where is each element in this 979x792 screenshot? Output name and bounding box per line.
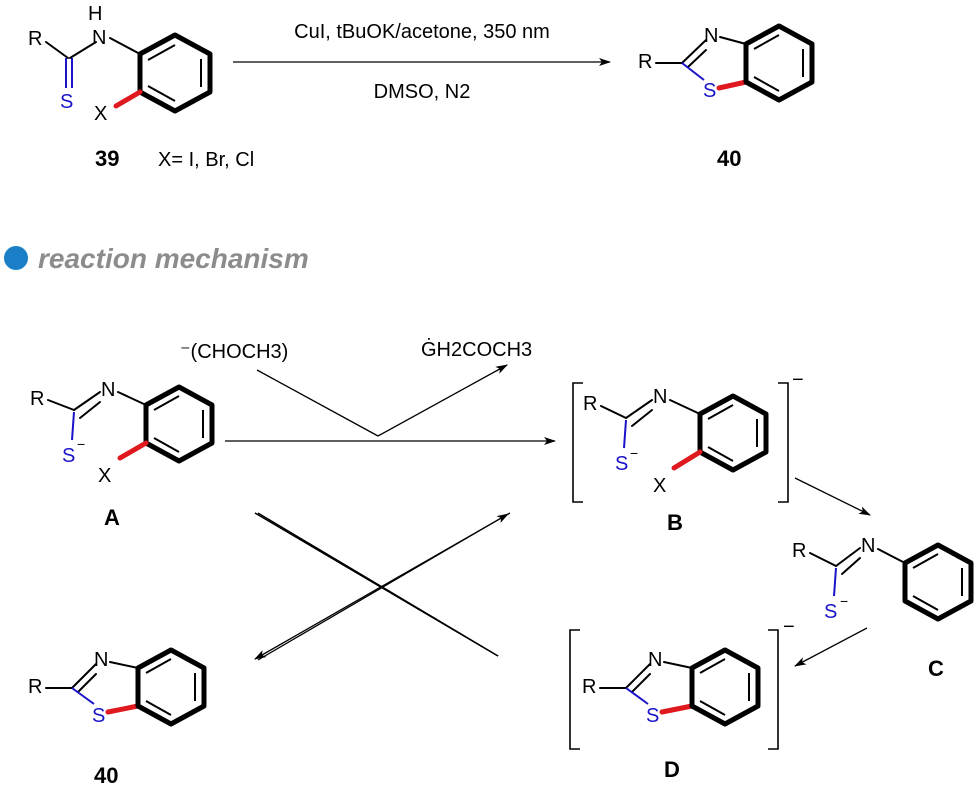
conditions-above: CuI, tBuOK/acetone, 350 nm	[294, 21, 550, 43]
atom-s: S	[615, 453, 628, 475]
charge: −	[77, 436, 85, 452]
atom-s: S	[62, 445, 75, 467]
charge: −	[840, 593, 848, 609]
arrow-40-to-b	[257, 513, 509, 661]
atom-r: R	[582, 676, 596, 698]
intermediate-c: R N S −	[792, 535, 974, 623]
reagent-radical: ĠH2COCH3	[421, 338, 532, 361]
intermediate-d: − R N S	[569, 616, 795, 750]
atom-n: N	[653, 386, 667, 408]
compound-40-bottom: R N S	[28, 647, 207, 727]
atom-r: R	[638, 51, 652, 73]
atom-r: R	[28, 28, 42, 50]
atom-x: X	[94, 103, 107, 125]
reagent-enolate: ⁻(CHOCH3)	[180, 341, 288, 363]
enolate-in-line	[256, 369, 379, 437]
conditions-below: DMSO, N2	[374, 81, 471, 103]
atom-r: R	[792, 540, 806, 562]
atom-n: N	[92, 27, 106, 49]
atom-h: H	[88, 3, 102, 25]
halogen-note: X= I, Br, Cl	[158, 149, 254, 171]
charge: −	[792, 369, 804, 391]
intermediate-a: R N S − X	[30, 379, 215, 487]
atom-s: S	[60, 91, 73, 113]
label-c: C	[928, 656, 944, 681]
label-40-top: 40	[717, 146, 741, 171]
atom-s: S	[92, 705, 105, 727]
arrow-b-to-c	[794, 477, 871, 516]
atom-s: S	[646, 705, 659, 727]
intermediate-b: − R N S − X	[572, 369, 804, 503]
compound-39: R S H N X	[28, 3, 213, 125]
atom-s: S	[824, 601, 837, 623]
atom-r: R	[28, 676, 42, 698]
atom-r: R	[583, 393, 597, 415]
atom-n: N	[648, 649, 662, 671]
atom-n: N	[101, 379, 115, 401]
radical-out-arrow	[377, 364, 508, 437]
atom-x: X	[98, 465, 111, 487]
atom-s: S	[703, 80, 716, 102]
section-title: reaction mechanism	[38, 243, 309, 274]
bullet-icon	[4, 246, 28, 270]
label-a: A	[104, 505, 120, 530]
label-b: B	[667, 510, 683, 535]
atom-n: N	[704, 25, 718, 47]
arrow-c-to-d	[794, 627, 868, 667]
atom-n: N	[94, 649, 108, 671]
arrow-a-d-line	[257, 512, 499, 657]
label-d: D	[664, 757, 680, 782]
charge: −	[783, 616, 795, 638]
atom-n: N	[861, 535, 875, 557]
compound-40-top: R N S	[638, 23, 815, 103]
atom-r: R	[30, 388, 44, 410]
charge: −	[630, 445, 638, 461]
label-39: 39	[95, 146, 119, 171]
atom-x: X	[653, 475, 666, 497]
label-40-bottom: 40	[94, 763, 118, 788]
